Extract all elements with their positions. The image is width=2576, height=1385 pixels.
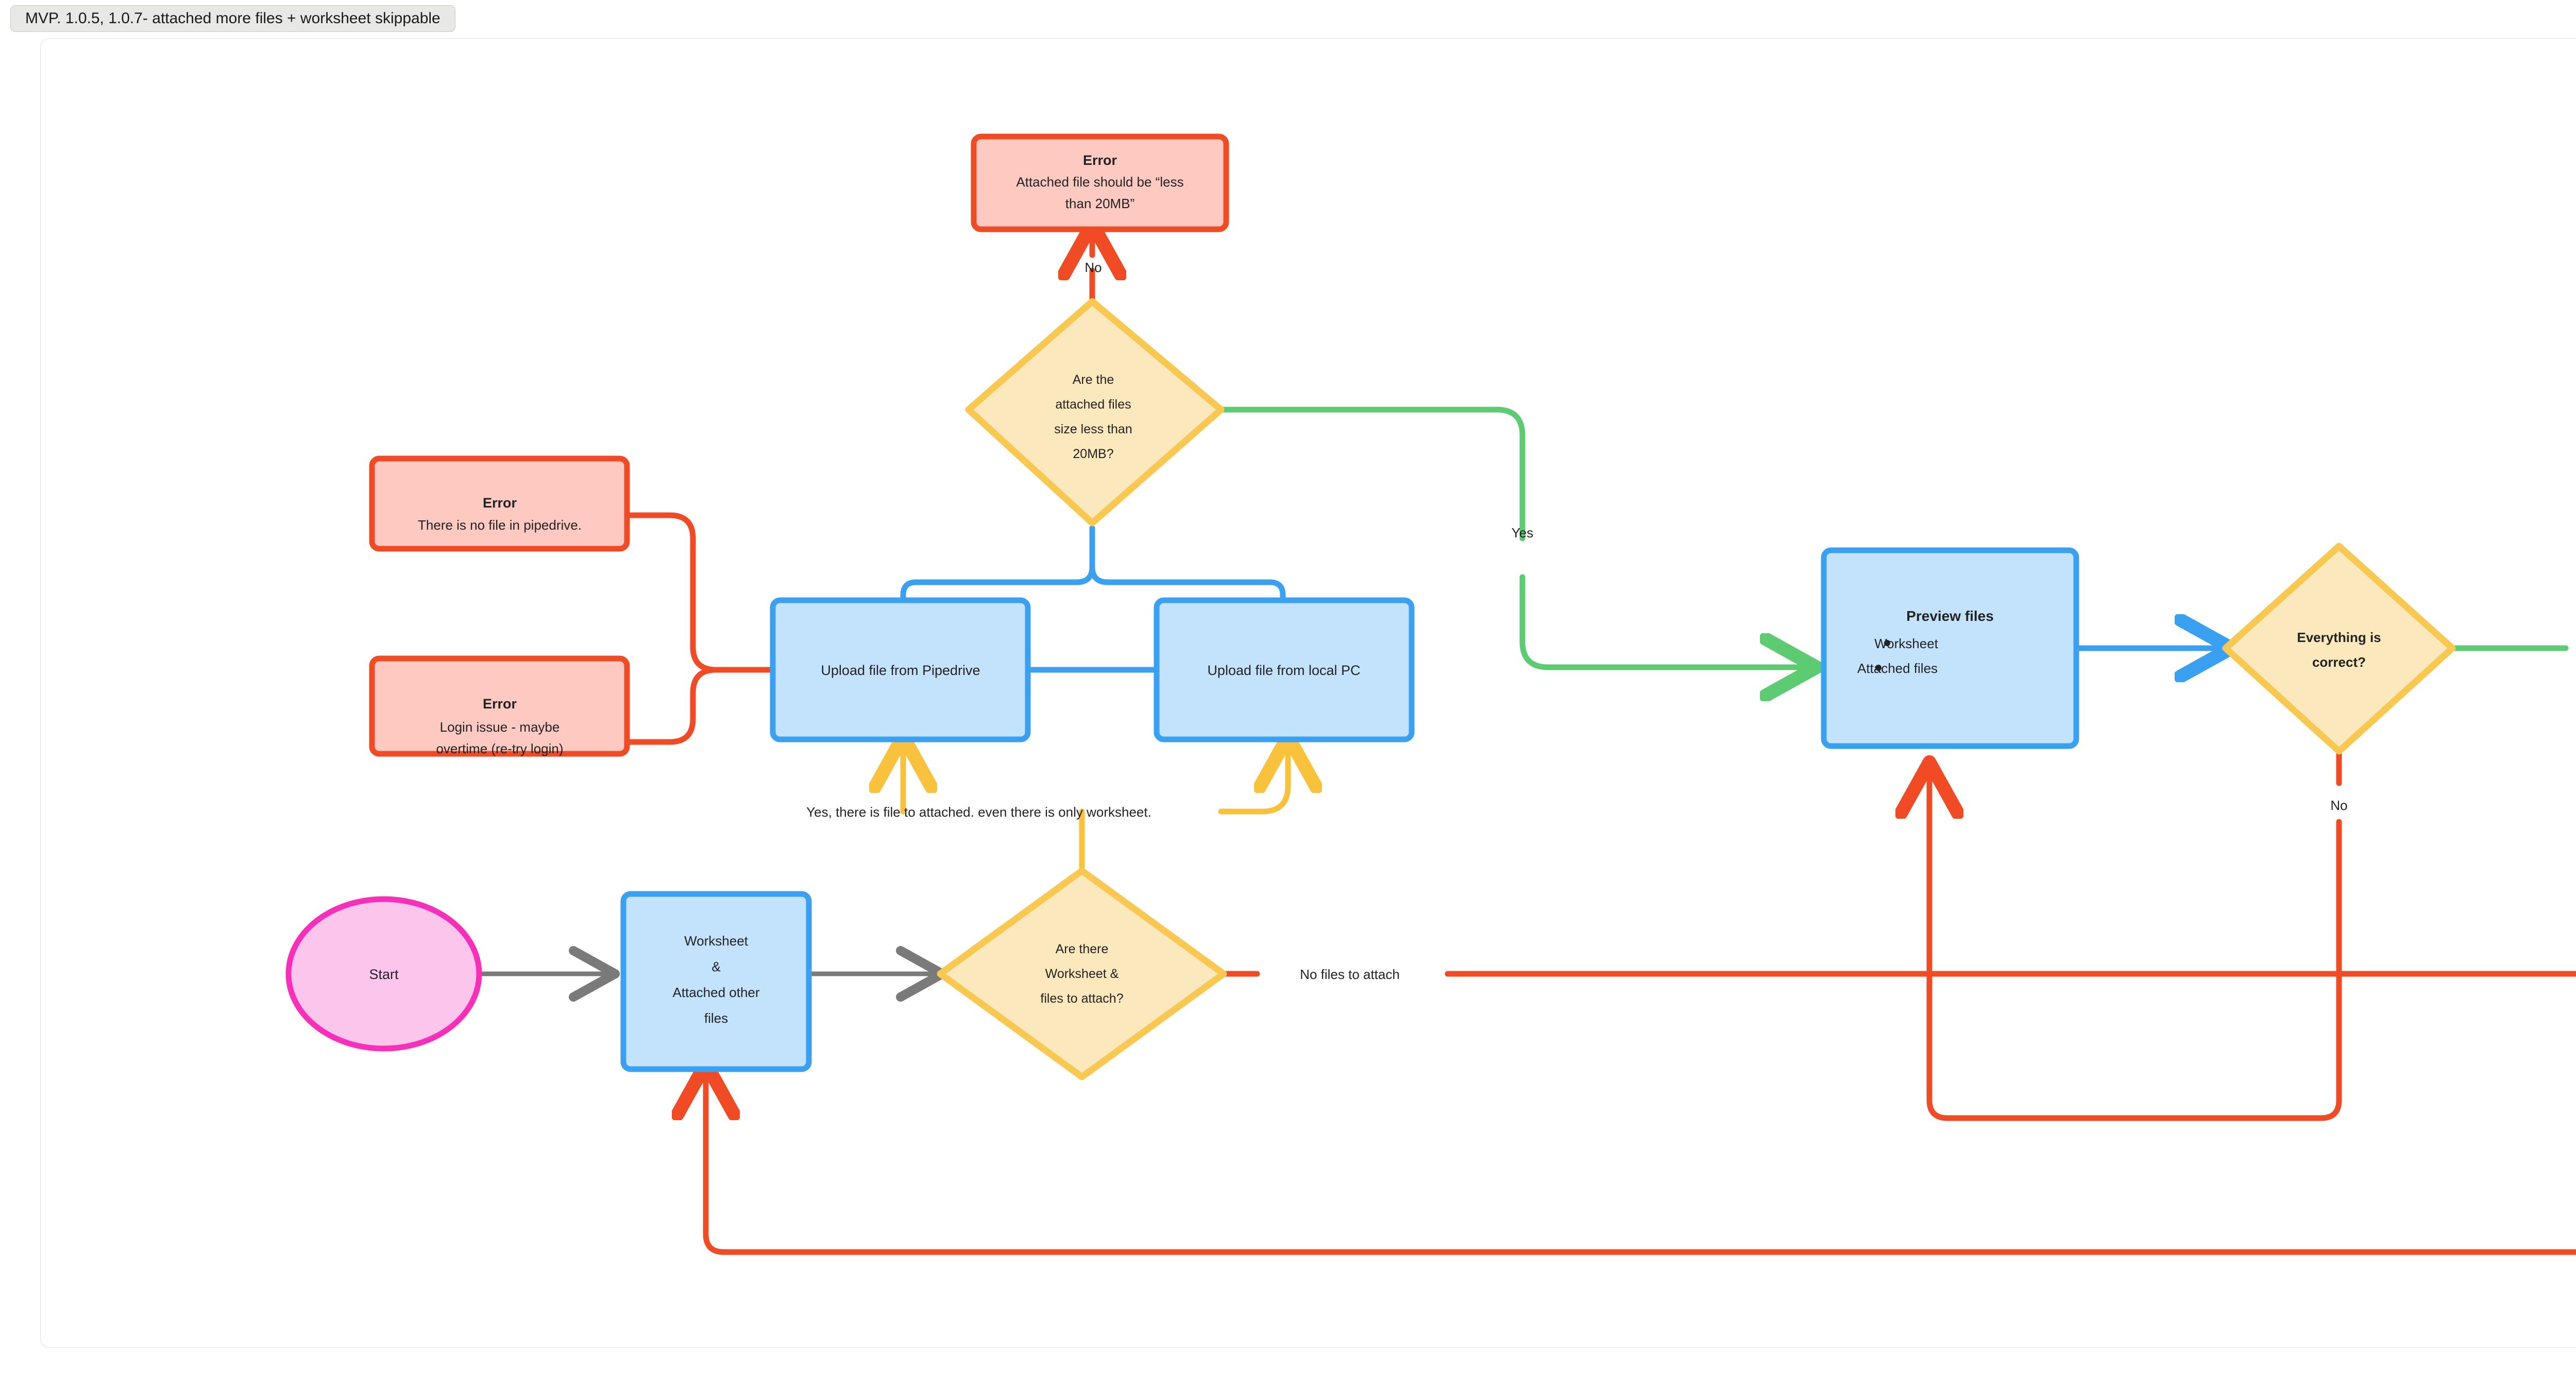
edge-label-no-preview: No <box>2330 798 2347 813</box>
correct1-line-1: Everything is <box>2297 630 2381 645</box>
node-error-no-file[interactable]: Error There is no file in pipedrive. <box>369 455 630 552</box>
preview-files-title: Preview files <box>1906 608 1994 624</box>
error-20mb-line-2: than 20MB” <box>1065 196 1134 211</box>
worksheet-files-line-4: files <box>704 1010 728 1026</box>
node-upload-local-pc[interactable]: Upload file from local PC <box>1154 597 1415 742</box>
edge-localpc-to-size-check <box>1089 525 1286 601</box>
edge-error-nofile-to-upload <box>623 512 776 673</box>
preview-bullet-2-icon <box>1875 665 1882 671</box>
are-there-files-line-2: Worksheet & <box>1045 967 1119 981</box>
error-login-title: Error <box>483 696 517 712</box>
size-check-line-3: size less than <box>1054 422 1132 436</box>
edge-size-yes-to-preview <box>1218 407 1526 542</box>
worksheet-files-line-3: Attached other <box>672 985 759 1000</box>
correct1-line-2: correct? <box>2312 654 2366 670</box>
edge-uploads-to-size-check <box>900 525 1095 601</box>
upload-local-pc-label: Upload file from local PC <box>1207 663 1360 678</box>
are-there-files-line-1: Are there <box>1056 942 1109 956</box>
preview-bullet-1-icon <box>1884 640 1890 646</box>
edge-error-login-to-upload <box>623 667 776 745</box>
start-label: Start <box>369 967 399 982</box>
edge-label-no-20mb: No <box>1084 260 1101 275</box>
error-login-line-2: overtime (re-try login) <box>436 741 563 756</box>
size-check-line-2: attached files <box>1055 397 1131 412</box>
edge-correct1-no-2 <box>1929 768 2342 1121</box>
preview-files-bullet-2: Attached files <box>1857 661 1938 676</box>
are-there-files-line-3: files to attach? <box>1040 991 1123 1006</box>
edge-size-yes-to-preview-2 <box>1519 574 1811 667</box>
node-everything-correct-1[interactable]: Everything is correct? <box>2222 543 2456 755</box>
edge-label-yes-20mb: Yes <box>1512 525 1533 541</box>
size-check-line-4: 20MB? <box>1073 447 1113 461</box>
edge-correct2-no-2 <box>706 1069 2576 1255</box>
node-are-there-files[interactable]: Are there Worksheet & files to attach? <box>937 867 1227 1080</box>
preview-files-bullet-1: Worksheet <box>1874 636 1939 651</box>
worksheet-files-line-2: & <box>711 959 720 974</box>
node-preview-files[interactable]: Preview files Worksheet Attached files <box>1821 547 2079 749</box>
node-upload-pipedrive[interactable]: Upload file from Pipedrive <box>770 597 1031 742</box>
error-no-file-title: Error <box>483 495 517 511</box>
size-check-line-1: Are the <box>1073 373 1114 387</box>
worksheet-files-line-1: Worksheet <box>684 933 749 949</box>
document-title-text: MVP. 1.0.5, 1.0.7- attached more files +… <box>25 10 440 27</box>
node-size-check[interactable]: Are the attached files size less than 20… <box>965 298 1225 527</box>
node-error-20mb[interactable]: Error Attached file should be “less than… <box>971 133 1229 232</box>
edge-label-no-files-to-attach: No files to attach <box>1300 967 1400 982</box>
document-title-tab[interactable]: MVP. 1.0.5, 1.0.7- attached more files +… <box>10 5 455 32</box>
error-login-line-1: Login issue - maybe <box>440 719 560 735</box>
edge-label-yes-attach-note: Yes, there is file to attached. even the… <box>806 804 1151 820</box>
node-start[interactable]: Start <box>285 896 482 1052</box>
error-no-file-line-1: There is no file in pipedrive. <box>418 517 582 533</box>
edge-yellow-to-upload-localpc <box>1218 742 1288 815</box>
error-20mb-title: Error <box>1083 153 1117 168</box>
node-error-login[interactable]: Error Login issue - maybe overtime (re-t… <box>369 655 630 757</box>
upload-pipedrive-label: Upload file from Pipedrive <box>821 663 980 678</box>
node-worksheet-files[interactable]: Worksheet & Attached other files <box>620 891 812 1072</box>
error-20mb-line-1: Attached file should be “less <box>1016 174 1183 190</box>
